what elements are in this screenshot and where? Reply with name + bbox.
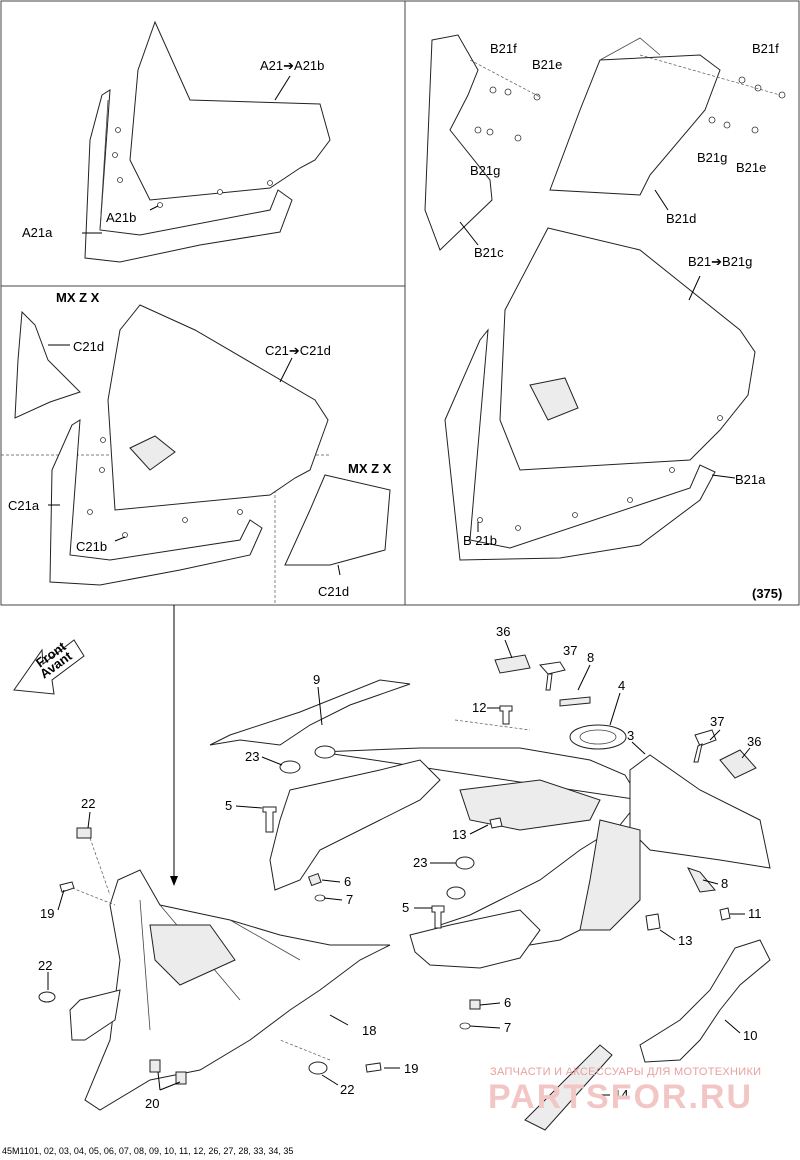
label-b21d: B21d	[666, 211, 696, 226]
label-b21c: B21c	[474, 245, 504, 260]
lower-bumper	[269, 759, 441, 891]
label-a21a: A21a	[22, 225, 53, 240]
label-mx-z-x-1: MX Z X	[56, 290, 100, 305]
upper-cowl-part-9	[209, 679, 411, 746]
callout-leaders	[47, 639, 751, 1096]
screw-holes-a	[112, 127, 273, 208]
callout-22-right: 22	[340, 1082, 354, 1097]
label-b21g-2: B21g	[697, 150, 727, 165]
side-panel-c21d-bottom	[284, 474, 391, 566]
windshield-a21	[129, 20, 331, 201]
label-a21b: A21b	[106, 210, 136, 225]
callout-11: 11	[748, 906, 762, 921]
side-panel-b21d	[549, 54, 721, 196]
side-panel-b21c	[424, 34, 493, 251]
panel-a-windshield: A21➔A21b A21a A21b	[22, 20, 331, 263]
callout-18: 18	[362, 1023, 376, 1038]
hood-side-flap	[629, 754, 771, 869]
label-c21b: C21b	[76, 539, 107, 554]
callout-22-left: 22	[38, 958, 52, 973]
label-b21-to-b21g: B21➔B21g	[688, 254, 752, 269]
callout-37-right: 37	[710, 714, 724, 729]
deflector-b21a	[444, 328, 716, 561]
callout-12: 12	[472, 700, 486, 715]
label-b21f-1: B21f	[490, 41, 517, 56]
callout-6-left: 6	[344, 874, 351, 889]
label-c21-to-c21d: C21➔C21d	[265, 343, 331, 358]
note-375: (375)	[752, 586, 782, 601]
label-c21d-2: C21d	[318, 584, 349, 599]
callout-36-top: 36	[496, 624, 510, 639]
label-b21a: B21a	[735, 472, 766, 487]
fasteners-b	[474, 76, 786, 142]
footer-model-codes: 45M1101, 02, 03, 04, 05, 06, 07, 08, 09,…	[2, 1146, 294, 1156]
callout-3: 3	[627, 728, 634, 743]
panel-frames	[0, 0, 800, 606]
grommets-23	[279, 745, 475, 900]
panel-b-windshield: B21f B21e B21f B21g B21g B21e B21d B21c …	[424, 34, 786, 601]
watermark-tagline: ЗАПЧАСТИ И АКСЕССУАРЫ ДЛЯ МОТОТЕХНИКИ	[490, 1066, 762, 1078]
callout-9: 9	[313, 672, 320, 687]
callout-37-top: 37	[563, 643, 577, 658]
callout-7-left: 7	[346, 892, 353, 907]
callout-13-right: 13	[678, 933, 692, 948]
callout-numbers: 9 3 4 8 12 23 5 13 23 5 6 7 6 7 11 13 8 …	[38, 624, 762, 1111]
side-panel-c21d-top	[14, 310, 81, 419]
frame-leg	[69, 989, 121, 1041]
label-a21-to-a21b: A21➔A21b	[260, 58, 324, 73]
front-direction-arrow: Front Avant	[13, 638, 85, 695]
callout-13-left: 13	[452, 827, 466, 842]
exploded-assembly: 9 3 4 8 12 23 5 13 23 5 6 7 6 7 11 13 8 …	[38, 624, 771, 1131]
fasteners-assembly	[38, 654, 757, 1085]
callout-19-right: 19	[404, 1061, 418, 1076]
callout-20: 20	[145, 1096, 159, 1111]
label-b21g-1: B21g	[470, 163, 500, 178]
panel-c-windshield: MX Z X MX Z X C21d C21➔C21d C21a C21b C2…	[8, 290, 392, 599]
callout-23-mid: 23	[413, 855, 427, 870]
deflector-c21a	[49, 419, 263, 586]
callout-5-mid: 5	[402, 900, 409, 915]
label-b21e-1: B21e	[532, 57, 562, 72]
label-c21d-1: C21d	[73, 339, 104, 354]
callout-8-top: 8	[587, 650, 594, 665]
front-frame-part-18	[84, 869, 391, 1111]
label-b21f-2: B21f	[752, 41, 779, 56]
handle-36-right	[719, 749, 757, 779]
callout-4: 4	[618, 678, 625, 693]
label-mx-z-x-2: MX Z X	[348, 461, 392, 476]
label-b21e-2: B21e	[736, 160, 766, 175]
callout-14: 14	[614, 1087, 628, 1102]
callout-36-right: 36	[747, 734, 761, 749]
label-c21a: C21a	[8, 498, 40, 513]
callout-10: 10	[743, 1028, 757, 1043]
side-panel-part-10	[639, 939, 771, 1063]
callout-6-mid: 6	[504, 995, 511, 1010]
callout-19-left: 19	[40, 906, 54, 921]
kneepad-part-14	[524, 1044, 613, 1131]
callout-22-top: 22	[81, 796, 95, 811]
screw-holes-b	[477, 415, 723, 531]
screw-holes-c	[87, 437, 243, 538]
label-b21b: B 21b	[463, 533, 497, 548]
windshield-c21	[107, 304, 329, 511]
callout-8-right: 8	[721, 876, 728, 891]
callout-5-left: 5	[225, 798, 232, 813]
handle-36-top	[494, 654, 531, 674]
callout-7-mid: 7	[504, 1020, 511, 1035]
gauge-ring-part-4	[569, 724, 627, 750]
watermark-logo: PARTSFOR.RU	[488, 1078, 754, 1116]
callout-23-top: 23	[245, 749, 259, 764]
